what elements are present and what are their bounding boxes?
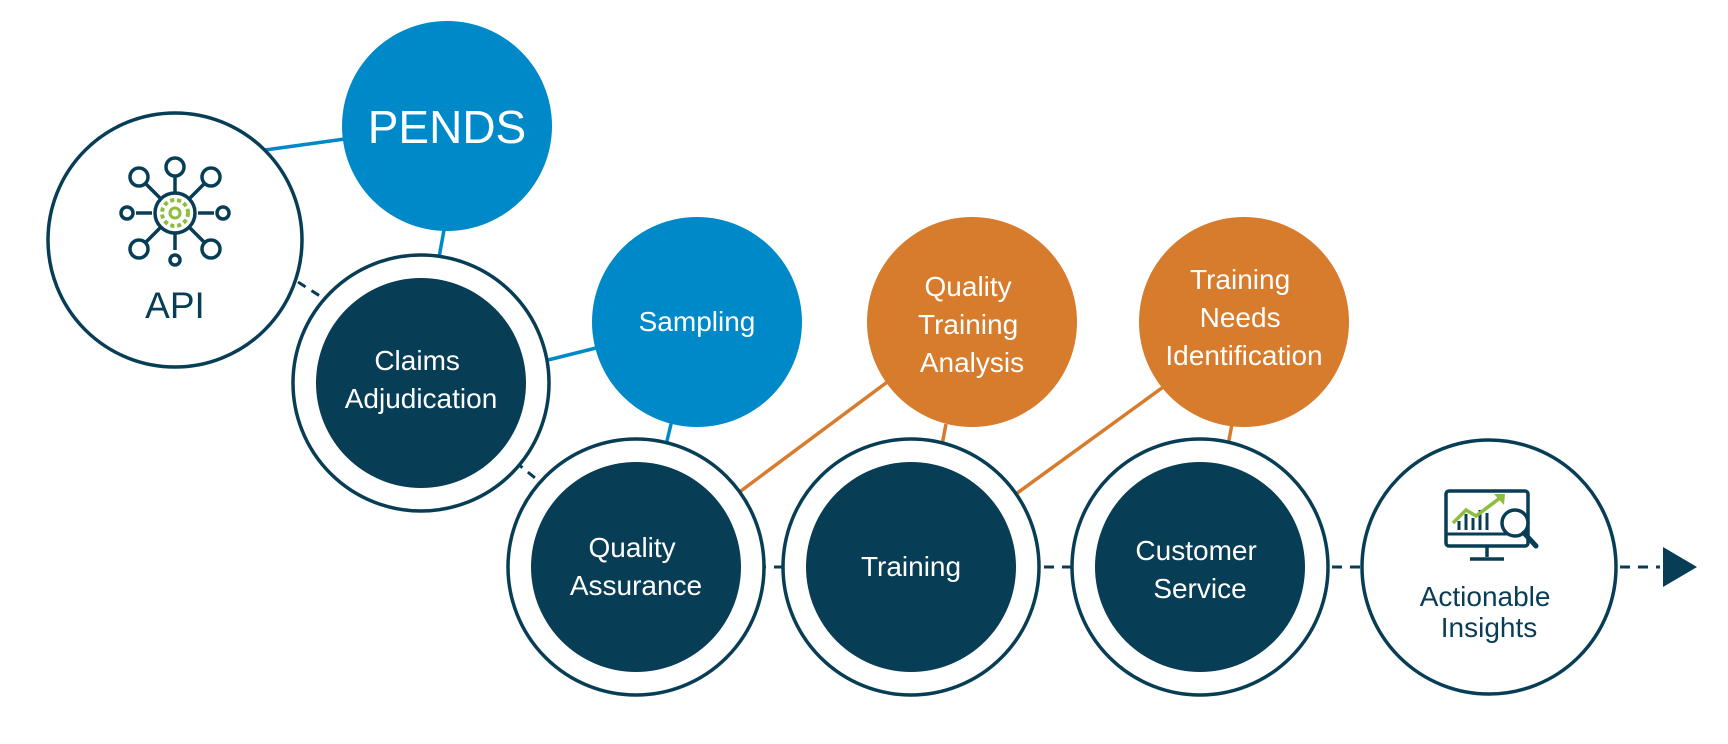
- connector-quality-assurance-quality-training-analysis: [720, 378, 892, 507]
- network-gear-icon: [119, 156, 231, 267]
- sampling-label: Sampling: [639, 306, 756, 337]
- quality-assurance-label: Quality Assurance: [570, 532, 702, 601]
- sampling-node: Sampling: [592, 217, 802, 427]
- quality-training-analysis-node: Quality Training Analysis: [867, 217, 1077, 427]
- customer-service-node: Customer Service: [1070, 437, 1330, 697]
- claims-line-1: Claims: [374, 345, 460, 376]
- cs-line-1: Customer: [1135, 535, 1256, 566]
- api-label: API: [145, 285, 205, 326]
- training-label: Training: [861, 551, 961, 582]
- pends-label: PENDS: [368, 101, 526, 153]
- training-needs-identification-node: Training Needs Identification: [1139, 217, 1349, 427]
- connector-api-pends: [264, 136, 353, 152]
- actionable-insights-label: Actionable Insights: [1420, 581, 1559, 643]
- quality-assurance-node: Quality Assurance: [506, 437, 766, 697]
- timeline-arrowhead: [1663, 547, 1697, 587]
- claims-line-2: Adjudication: [345, 383, 498, 414]
- customer-service-label: Customer Service: [1135, 535, 1264, 604]
- analytics-monitor-icon: [1444, 489, 1539, 561]
- qta-line-1: Quality: [925, 271, 1012, 302]
- actionable-insights-node: Actionable Insights: [1360, 438, 1618, 696]
- qta-line-2: Training: [918, 309, 1018, 340]
- tni-line-2: Needs: [1200, 302, 1281, 333]
- connector-training-training-needs: [996, 383, 1168, 509]
- tni-line-1: Training: [1190, 264, 1290, 295]
- ai-line-1: Actionable: [1420, 581, 1551, 612]
- qta-line-3: Analysis: [920, 347, 1024, 378]
- pends-node: PENDS: [342, 21, 552, 231]
- training-needs-label: Training Needs Identification: [1165, 264, 1322, 371]
- claims-adjudication-node: Claims Adjudication: [291, 253, 551, 513]
- cs-line-2: Service: [1153, 573, 1246, 604]
- api-node: API: [46, 111, 304, 369]
- quality-training-analysis-label: Quality Training Analysis: [918, 271, 1026, 378]
- tni-line-3: Identification: [1165, 340, 1322, 371]
- training-node: Training: [781, 437, 1041, 697]
- qa-line-1: Quality: [589, 532, 676, 563]
- qa-line-2: Assurance: [570, 570, 702, 601]
- claims-adjudication-label: Claims Adjudication: [345, 345, 498, 414]
- ai-line-2: Insights: [1441, 612, 1538, 643]
